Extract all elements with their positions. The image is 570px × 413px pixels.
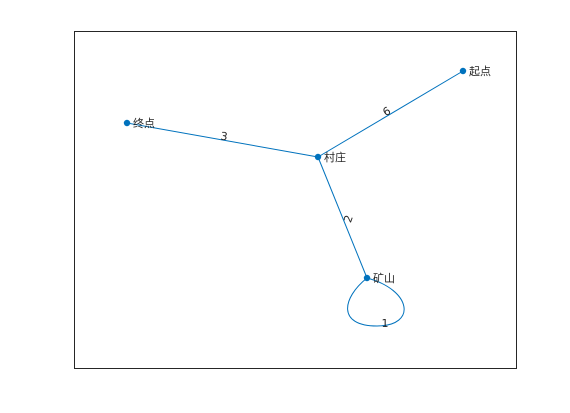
- node-end: [123, 119, 131, 127]
- edge-end-village: [126, 122, 319, 158]
- node-label-mine: 矿山: [373, 272, 395, 285]
- node-label-village: 村庄: [324, 150, 346, 164]
- edge-village-mine: [317, 156, 368, 279]
- node-start: [459, 67, 467, 75]
- axes-frame: [74, 31, 517, 369]
- node-label-start: 起点: [469, 65, 491, 78]
- edge-weight-label-end-village: 3: [220, 130, 229, 144]
- edge-mine-mine: [347, 277, 405, 327]
- node-label-end: 终点: [133, 116, 155, 130]
- edge-weight-label-village-mine: 2: [341, 213, 356, 224]
- node-mine: [363, 274, 371, 282]
- node-village: [314, 153, 322, 161]
- edge-weight-label-mine-mine: 1: [382, 317, 389, 330]
- edge-village-start: [317, 70, 464, 158]
